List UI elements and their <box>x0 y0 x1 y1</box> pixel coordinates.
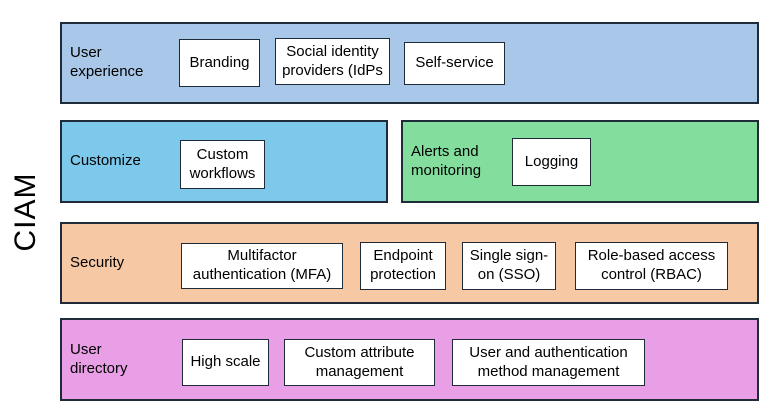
box-user-auth-method-management: User and authentication method managemen… <box>452 339 645 386</box>
row-user-experience: User experience Branding Social identity… <box>60 22 759 104</box>
row-label-text: User directory <box>70 340 128 377</box>
row-label-security: Security <box>70 224 158 302</box>
row-label-user-directory: User directory <box>70 320 158 399</box>
row-security: Security Multifactor authentication (MFA… <box>60 222 759 304</box>
row-label-text: Alerts and monitoring <box>411 142 482 179</box>
box-single-sign-on: Single sign-on (SSO) <box>462 242 556 290</box>
box-multifactor-authentication: Multifactor authentication (MFA) <box>181 243 343 289</box>
row-label-user-experience: User experience <box>70 24 158 102</box>
row-label-text: User experience <box>70 44 144 80</box>
ciam-side-label: CIAM <box>9 172 42 252</box>
box-branding: Branding <box>179 39 260 87</box>
box-custom-attribute-management: Custom attribute management <box>284 339 435 386</box>
box-logging: Logging <box>512 138 591 186</box>
row-label-alerts-and-monitoring: Alerts and monitoring <box>411 122 499 201</box>
row-user-directory: User directory High scale Custom attribu… <box>60 318 759 401</box>
row-alerts-and-monitoring: Alerts and monitoring Logging <box>401 120 759 203</box>
row-label-text: Security <box>70 253 125 271</box>
box-high-scale: High scale <box>182 339 269 386</box>
row-label-text: Customize <box>70 152 141 170</box>
row-label-customize: Customize <box>70 122 158 201</box>
box-endpoint-protection: Endpoint protection <box>360 242 446 290</box>
row-customize: Customize Custom workflows <box>60 120 388 203</box>
box-self-service: Self-service <box>404 42 505 85</box>
box-custom-workflows: Custom workflows <box>180 140 265 189</box>
box-social-identity-providers: Social identity providers (IdPs <box>275 38 390 85</box>
box-role-based-access-control: Role-based access control (RBAC) <box>575 242 728 290</box>
